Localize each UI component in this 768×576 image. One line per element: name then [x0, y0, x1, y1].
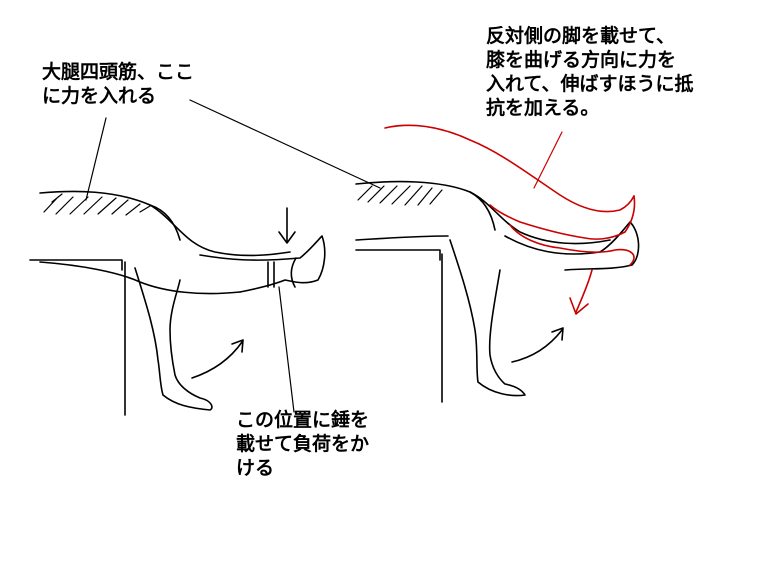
- resist-leg-foot: [489, 195, 636, 240]
- right-thigh-top: [355, 180, 496, 231]
- resist-down-arrow: [569, 269, 593, 315]
- resist-leader: [533, 131, 563, 189]
- left-ankle-weight: [267, 257, 297, 288]
- right-thigh-hatch: [357, 185, 443, 206]
- resisting-leg: [384, 124, 636, 315]
- weight-position-label: この位置に錘を 載せて負荷をか ける: [236, 409, 370, 479]
- left-thigh-hatch: [43, 193, 151, 216]
- left-thigh-top: [39, 190, 181, 241]
- right-hanging-shin: [449, 239, 526, 397]
- left-thigh-bottom: [39, 261, 241, 295]
- left-figure: [29, 117, 326, 416]
- right-quad-leader: [189, 99, 381, 189]
- resistance-label: 反対側の脚を載せて、 膝を曲げる方向に力を 入れて、伸ばすほうに抵 抗を加える。: [486, 25, 694, 119]
- right-lift-arrow: [511, 327, 564, 363]
- left-lift-arrow: [191, 339, 244, 379]
- left-thigh-front: [149, 204, 291, 257]
- resist-leg-under: [509, 224, 635, 266]
- right-bench: [355, 249, 443, 403]
- left-quad-leader: [85, 117, 107, 201]
- left-extended-shin: [199, 235, 326, 293]
- right-figure: [189, 99, 640, 403]
- left-weight-leader: [278, 286, 295, 413]
- right-thigh-bottom: [355, 235, 449, 241]
- right-thigh-front: [469, 191, 611, 245]
- left-bench: [29, 259, 126, 416]
- quadriceps-label: 大腿四頭筋、ここ に力を入れる: [42, 61, 195, 107]
- right-extended-shin: [504, 221, 640, 271]
- left-hanging-shin: [134, 267, 213, 411]
- left-down-arrow: [278, 207, 296, 244]
- resist-leg-top: [384, 124, 635, 213]
